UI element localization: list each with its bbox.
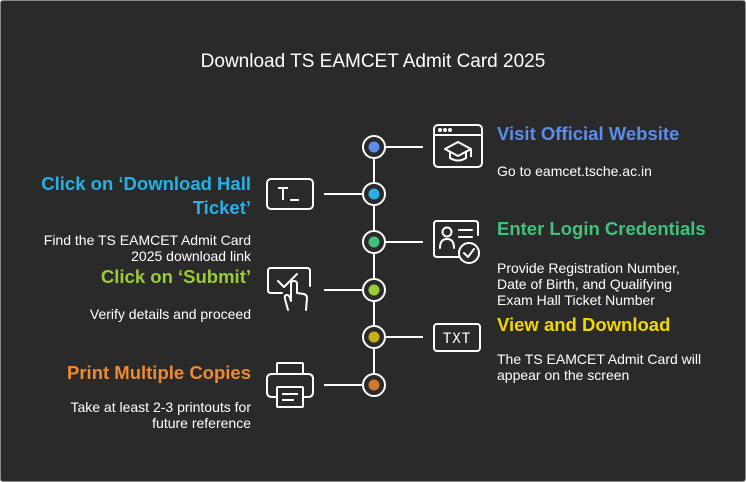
step-4-description: Verify details and proceed xyxy=(89,306,251,322)
step-1-heading: Visit Official Website xyxy=(497,123,680,144)
step-3-description: Provide Registration Number, Date of Bir… xyxy=(497,260,680,308)
step-3-heading: Enter Login Credentials xyxy=(497,218,706,239)
step-6-description: Take at least 2-3 printouts for future r… xyxy=(70,399,251,431)
id-card-check-icon xyxy=(433,220,480,264)
txt-file-icon: TXT xyxy=(433,323,481,352)
printer-icon xyxy=(266,362,314,408)
node-6 xyxy=(362,373,386,397)
terminal-icon xyxy=(266,178,314,210)
node-1 xyxy=(362,135,386,159)
node-5 xyxy=(362,325,386,349)
step-2-description: Find the TS EAMCET Admit Card 2025 downl… xyxy=(43,232,251,264)
step-2-heading: Click on ‘Download Hall Ticket’ xyxy=(41,173,251,218)
step-5-heading: View and Download xyxy=(497,314,671,335)
browser-graduation-cap-icon xyxy=(433,124,483,168)
node-4 xyxy=(362,278,386,302)
step-4-heading: Click on ‘Submit’ xyxy=(100,266,251,287)
diagram-title: Download TS EAMCET Admit Card 2025 xyxy=(200,51,546,72)
node-3 xyxy=(362,230,386,254)
txt-icon-label: TXT xyxy=(443,331,471,347)
step-6-heading: Print Multiple Copies xyxy=(67,362,251,383)
step-1-description: Go to eamcet.tsche.ac.in xyxy=(497,163,652,179)
touch-check-icon xyxy=(267,267,311,311)
step-5-description: The TS EAMCET Admit Card will appear on … xyxy=(497,351,702,383)
node-2 xyxy=(362,182,386,206)
